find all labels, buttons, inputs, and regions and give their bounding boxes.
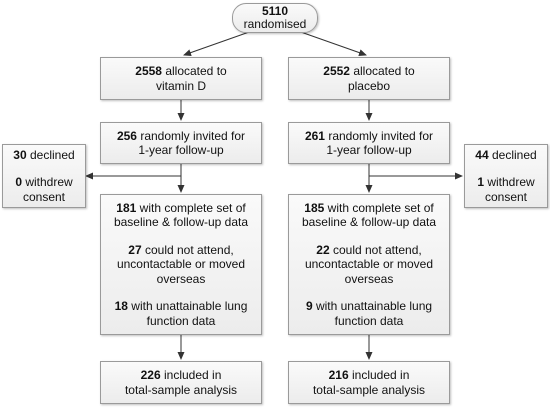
right-details-box: 185 with complete set of baseline & foll… (288, 194, 450, 335)
right-withdrew-consent: consent (484, 189, 528, 204)
left-allocated-text: allocated to (161, 64, 227, 78)
right-allocated-text: allocated to (349, 64, 415, 78)
right-invited-text: randomly invited for (324, 128, 434, 143)
left-attend-text3: overseas (156, 271, 206, 286)
right-lung-count: 9 (305, 299, 313, 314)
left-attend-text: could not attend, (141, 242, 234, 257)
left-included-box: 226 included in total-sample analysis (100, 361, 262, 404)
left-lung-text2: function data (146, 313, 216, 328)
left-invited-count: 256 (116, 128, 137, 143)
left-attend-text2: uncontactable or moved (116, 257, 246, 272)
right-allocated-box: 2552 allocated to placebo (288, 57, 450, 100)
left-included-count: 226 (140, 368, 161, 382)
left-declined-count: 30 (13, 147, 27, 162)
right-invited-box: 261 randomly invited for 1-year follow-u… (288, 122, 450, 164)
left-withdrew-consent: consent (22, 189, 66, 204)
left-declined-text: declined (26, 147, 75, 162)
left-complete-count: 181 (116, 200, 137, 215)
right-included-text: included in (348, 368, 410, 382)
right-withdrew-count: 1 (477, 175, 484, 190)
right-declined-text: declined (488, 147, 537, 162)
left-attend-count: 27 (128, 242, 142, 257)
right-included-text2: total-sample analysis (312, 382, 426, 397)
right-attend-text: could not attend, (329, 242, 422, 257)
left-included-text: included in (160, 368, 222, 382)
right-excluded-box: 44 declined 1 withdrew consent (464, 144, 548, 208)
left-details-box: 181 with complete set of baseline & foll… (100, 194, 262, 335)
right-allocated-count: 2552 (323, 64, 350, 78)
right-allocated-arm: placebo (347, 78, 391, 93)
randomised-label: randomised (243, 17, 307, 31)
right-complete-text: with complete set of (324, 200, 434, 215)
right-attend-text2: uncontactable or moved (304, 257, 434, 272)
left-invited-text: randomly invited for (136, 128, 246, 143)
right-lung-text2: function data (334, 313, 404, 328)
left-included-text2: total-sample analysis (124, 382, 238, 397)
right-invited-count: 261 (304, 128, 325, 143)
left-excluded-box: 30 declined 0 withdrew consent (2, 144, 86, 208)
right-included-count: 216 (328, 368, 349, 382)
left-complete-text2: baseline & follow-up data (113, 215, 249, 230)
right-declined-count: 44 (475, 147, 489, 162)
right-attend-text3: overseas (344, 271, 394, 286)
right-complete-text2: baseline & follow-up data (301, 215, 437, 230)
arrow-randomised-to-right (297, 30, 367, 56)
left-withdrew-count: 0 (15, 175, 22, 190)
right-invited-followup: 1-year follow-up (326, 143, 412, 157)
right-complete-count: 185 (304, 200, 325, 215)
right-lung-text: with unattainable lung (312, 299, 433, 314)
left-lung-text: with unattainable lung (127, 299, 248, 314)
left-withdrew-text: withdrew (22, 175, 73, 190)
right-attend-count: 22 (316, 242, 330, 257)
left-complete-text: with complete set of (136, 200, 246, 215)
left-allocated-arm: vitamin D (155, 78, 206, 93)
left-allocated-count: 2558 (135, 64, 162, 78)
left-lung-count: 18 (114, 299, 128, 314)
left-invited-followup: 1-year follow-up (138, 143, 224, 157)
randomised-count: 5110 (261, 4, 289, 18)
left-allocated-box: 2558 allocated to vitamin D (100, 57, 262, 100)
right-included-box: 216 included in total-sample analysis (288, 361, 450, 404)
left-invited-box: 256 randomly invited for 1-year follow-u… (100, 122, 262, 164)
randomised-box: 5110 randomised (232, 3, 318, 33)
right-withdrew-text: withdrew (484, 175, 535, 190)
arrow-randomised-to-left (183, 30, 253, 56)
